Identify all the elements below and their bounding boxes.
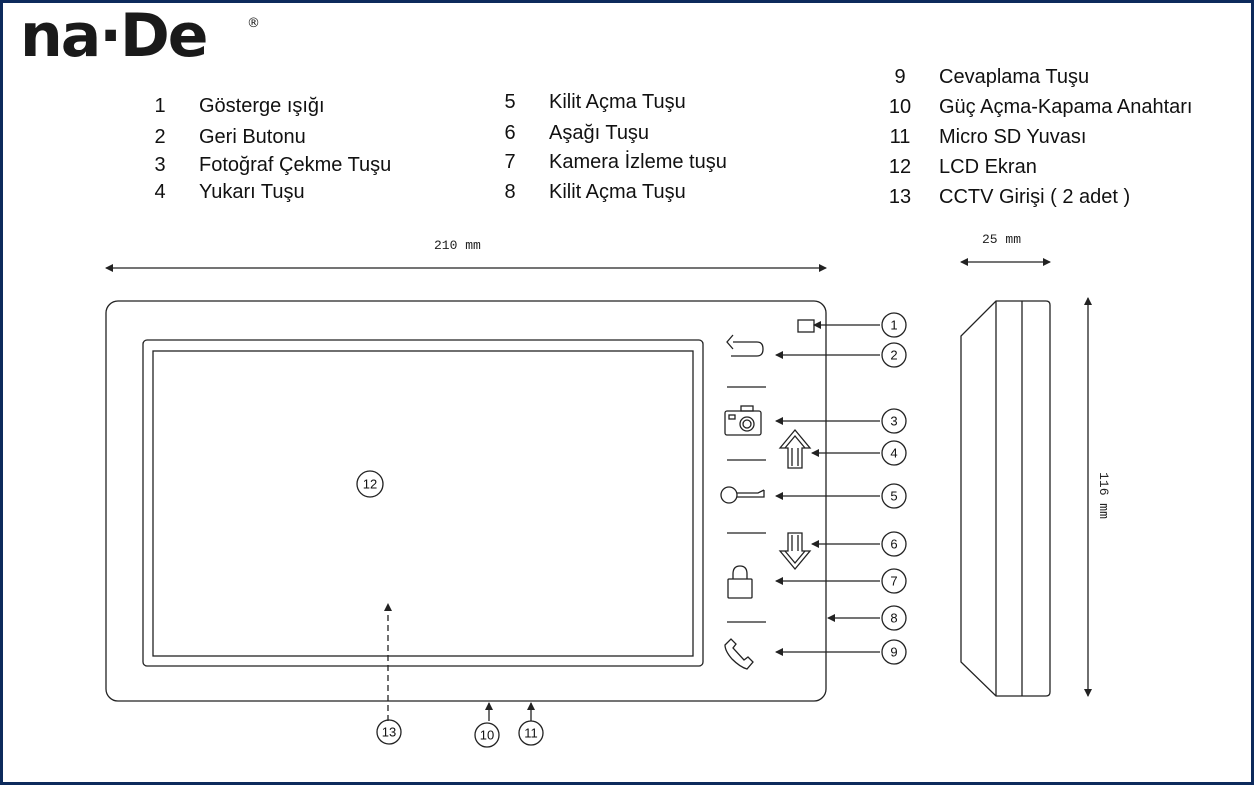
lcd-screen bbox=[152, 350, 694, 657]
up-arrow-inner-icon bbox=[784, 434, 806, 466]
callout-number: 7 bbox=[890, 574, 897, 589]
legend-number: 9 bbox=[894, 66, 906, 88]
width-dimension-label: 210 mm bbox=[434, 238, 481, 253]
legend-number: 5 bbox=[504, 91, 516, 113]
legend-number: 4 bbox=[154, 181, 166, 203]
legend-number: 1 bbox=[154, 95, 166, 117]
lock-body-icon bbox=[727, 578, 753, 599]
legend-number: 3 bbox=[154, 154, 166, 176]
callout-number: 4 bbox=[890, 446, 897, 461]
legend-label: Güç Açma-Kapama Anahtarı bbox=[939, 96, 1193, 118]
legend-label: Micro SD Yuvası bbox=[939, 126, 1087, 148]
callout-number: 8 bbox=[890, 611, 897, 626]
legend-label: Fotoğraf Çekme Tuşu bbox=[199, 154, 392, 176]
callout-circle bbox=[881, 531, 907, 557]
callout-circle bbox=[881, 605, 907, 631]
callout-number: 10 bbox=[480, 728, 494, 743]
legend-label: LCD Ekran bbox=[939, 156, 1037, 178]
indicator-light bbox=[797, 319, 815, 333]
camera-lens-icon bbox=[739, 416, 755, 432]
callout-number: 11 bbox=[524, 726, 538, 741]
legend-label: Cevaplama Tuşu bbox=[939, 66, 1090, 88]
legend-number: 11 bbox=[889, 126, 911, 148]
callout-number: 9 bbox=[890, 645, 897, 660]
legend-number: 13 bbox=[888, 186, 912, 208]
down-arrow-icon bbox=[778, 532, 812, 571]
callout-number: 13 bbox=[382, 725, 396, 740]
camera-flash-icon bbox=[728, 414, 736, 420]
callout-number: 3 bbox=[890, 414, 897, 429]
up-arrow-icon bbox=[778, 428, 812, 469]
callout-circle bbox=[881, 568, 907, 594]
brand-logo: na·De bbox=[20, 1, 208, 71]
callout-circle bbox=[474, 722, 500, 748]
callout-circle bbox=[881, 408, 907, 434]
legend-number: 12 bbox=[888, 156, 912, 178]
callout-circle bbox=[881, 440, 907, 466]
back-arrow-icon bbox=[726, 334, 734, 350]
legend-number: 7 bbox=[504, 151, 516, 173]
legend-label: CCTV Girişi ( 2 adet ) bbox=[939, 186, 1131, 208]
key-shaft-icon bbox=[737, 489, 765, 498]
callout-number: 2 bbox=[890, 348, 897, 363]
callout-circle bbox=[881, 342, 907, 368]
legend-label: Geri Butonu bbox=[199, 126, 306, 148]
legend-label: Gösterge ışığı bbox=[199, 95, 325, 117]
back-icon bbox=[731, 341, 764, 357]
callout-circle bbox=[518, 720, 544, 746]
legend-label: Yukarı Tuşu bbox=[199, 181, 305, 203]
legend-label: Kilit Açma Tuşu bbox=[549, 91, 686, 113]
callout-circle bbox=[881, 483, 907, 509]
down-arrow-inner-icon bbox=[784, 535, 806, 565]
callout-circle bbox=[881, 312, 907, 338]
device-body bbox=[105, 300, 827, 702]
legend-number: 2 bbox=[154, 126, 166, 148]
callout-number: 1 bbox=[890, 318, 897, 333]
callout-number: 12 bbox=[363, 477, 377, 492]
legend-number: 8 bbox=[504, 181, 516, 203]
depth-dimension-label: 25 mm bbox=[982, 232, 1022, 247]
legend-number: 6 bbox=[504, 122, 516, 144]
camera-lens-inner-icon bbox=[742, 419, 752, 429]
phone-icon bbox=[724, 638, 754, 670]
legend-label: Aşağı Tuşu bbox=[549, 122, 650, 144]
callout-number: 5 bbox=[890, 489, 897, 504]
lock-shackle-icon bbox=[732, 565, 748, 579]
camera-top-icon bbox=[740, 405, 754, 412]
callout-circle bbox=[356, 470, 384, 498]
screen-bezel bbox=[142, 339, 704, 667]
registered-mark: ® bbox=[247, 16, 260, 31]
callout-circle bbox=[881, 639, 907, 665]
key-head-icon bbox=[720, 486, 738, 504]
legend-label: Kilit Açma Tuşu bbox=[549, 181, 686, 203]
side-profile bbox=[960, 300, 1051, 697]
legend-number: 10 bbox=[888, 96, 912, 118]
callout-circle bbox=[376, 719, 402, 745]
callout-number: 6 bbox=[890, 537, 897, 552]
legend-label: Kamera İzleme tuşu bbox=[549, 151, 727, 173]
